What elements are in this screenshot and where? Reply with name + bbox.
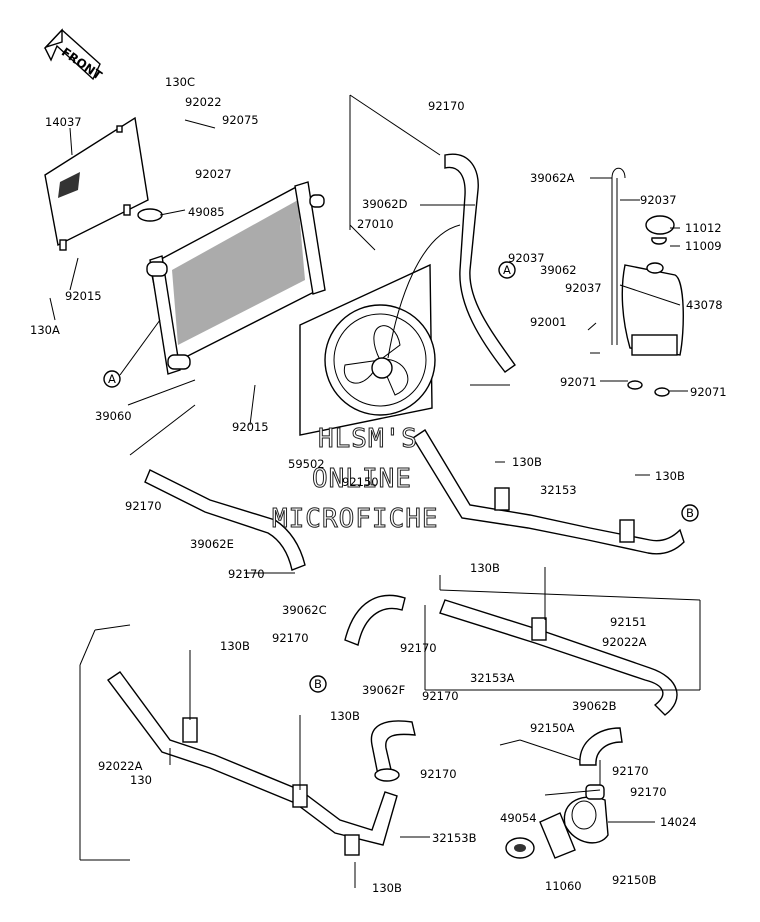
part-label: 92015 [232,420,269,434]
part-label: 130B [470,561,500,575]
svg-text:ONLINE: ONLINE [312,464,412,494]
part-label: 130B [512,455,542,469]
thermostat-housing [505,784,609,859]
part-label: 92150 [342,475,379,489]
part-label: 92015 [65,289,102,303]
part-label: 130A [30,323,60,337]
part-label: 92170 [420,767,457,781]
part-label: 92170 [400,641,437,655]
part-label: 130B [372,881,402,895]
part-label: 92037 [565,281,602,295]
hose-39062b [579,727,623,766]
part-label: 39062C [282,603,327,617]
radiator [146,181,326,375]
part-label: 32153A [470,671,515,685]
part-label: 92170 [228,567,265,581]
part-label: 130 [130,773,152,787]
part-label: 92037 [640,193,677,207]
part-label: 39062E [190,537,234,551]
hose-39062d [444,153,516,373]
part-label: 39062F [362,683,405,697]
part-label: 39062B [572,699,617,713]
part-label: 92170 [630,785,667,799]
part-label: 43078 [686,298,723,312]
part-label: 92037 [508,251,545,265]
part-label: 92022A [98,759,143,773]
part-labels: 130C 92022 92075 92027 14037 49085 27010… [30,75,727,895]
part-label: 92075 [222,113,259,127]
part-label: 11060 [545,879,582,893]
part-label: 92170 [428,99,465,113]
part-label: 39060 [95,409,132,423]
ref-a-right: A [503,263,511,277]
part-label: 32153 [540,483,577,497]
ref-b-left: B [314,677,322,691]
part-label: 14037 [45,115,82,129]
part-label: 130B [655,469,685,483]
part-label: 11012 [685,221,722,235]
part-label: 59502 [288,457,325,471]
part-label: 27010 [357,217,394,231]
part-label: 39062 [540,263,577,277]
part-label: 130C [165,75,195,89]
svg-text:MICROFICHE: MICROFICHE [272,504,439,534]
part-label: 92022A [602,635,647,649]
reservoir-tank [611,167,684,397]
part-label: 32153B [432,831,477,845]
fan-shroud [299,224,461,436]
part-label: 92150B [612,873,657,887]
svg-text:HLSM'S: HLSM'S [318,424,418,454]
pipe-32153 [412,429,685,555]
part-label: 39062D [362,197,408,211]
part-label: 92170 [272,631,309,645]
radiator-cap [137,208,163,222]
hose-39062c [344,594,406,646]
ref-letters: A A B B [108,263,694,691]
part-label: 14024 [660,815,697,829]
part-label: 92071 [690,385,727,399]
ref-a-left: A [108,372,116,386]
pipe-32153b [106,671,398,846]
ref-b-right: B [686,506,694,520]
part-label: 92170 [125,499,162,513]
front-arrow: FRONT [43,28,105,83]
leader-lines [49,94,701,888]
part-label: 49054 [500,811,537,825]
hose-39062f [370,720,416,776]
part-label: 92071 [560,375,597,389]
hose-39062e [144,469,306,571]
part-label: 49085 [188,205,225,219]
part-label: 92022 [185,95,222,109]
part-label: 92170 [422,689,459,703]
part-label: 11009 [685,239,722,253]
part-label: 92150A [530,721,575,735]
part-label: 92027 [195,167,232,181]
part-label: 92001 [530,315,567,329]
radiator-screen [44,116,149,251]
part-label: 130B [220,639,250,653]
part-label: 130B [330,709,360,723]
part-label: 92151 [610,615,647,629]
ref-circles [103,261,699,693]
pipe-32153a [439,599,678,716]
part-label: 92170 [612,764,649,778]
watermark: HLSM'S ONLINE MICROFICHE [272,424,439,535]
part-label: 39062A [530,171,575,185]
